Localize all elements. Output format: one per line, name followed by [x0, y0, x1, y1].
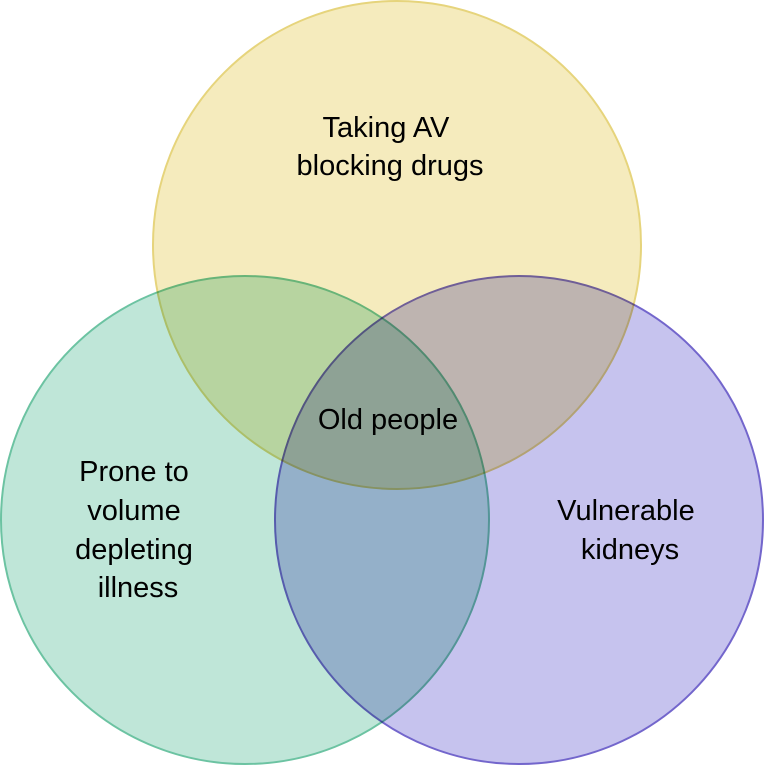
circle-kidneys: [274, 275, 764, 765]
label-kidneys-line: Vulnerable: [557, 495, 695, 527]
label-kidneys: Vulnerable kidneys: [557, 495, 703, 566]
label-intersection: Old people: [318, 404, 458, 436]
label-kidneys-line: kidneys: [581, 534, 679, 566]
label-av-line: blocking drugs: [297, 150, 484, 182]
label-volume-line: Prone to: [79, 456, 189, 488]
label-volume-line: depleting: [75, 534, 193, 566]
label-av: Taking AV blocking drugs: [297, 112, 484, 182]
label-volume: Prone to volume depleting illness: [75, 456, 201, 604]
label-av-line: Taking AV: [323, 112, 450, 144]
label-volume-line: illness: [98, 572, 179, 604]
label-volume-line: volume: [87, 495, 181, 527]
